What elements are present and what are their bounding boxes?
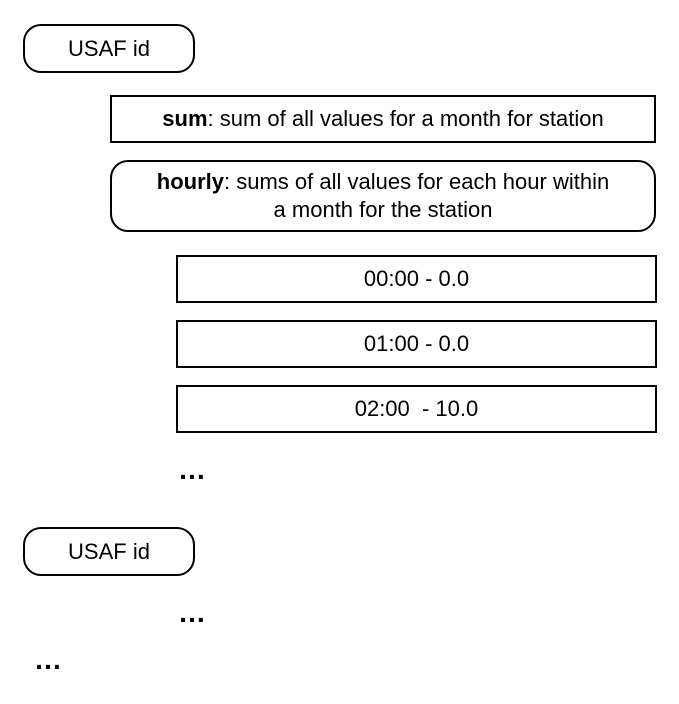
hour-entry-00: 00:00 - 0.0 xyxy=(176,255,657,303)
usaf-id-node-1: USAF id xyxy=(23,24,195,73)
hourly-node: hourly: sums of all values for each hour… xyxy=(110,160,656,232)
hour-entries-ellipsis: … xyxy=(178,454,208,485)
hour-entry-01: 01:00 - 0.0 xyxy=(176,320,657,368)
hour-entry-00-text: 00:00 - 0.0 xyxy=(363,266,470,291)
station-2-ellipsis: … xyxy=(178,597,208,628)
more-stations-ellipsis: … xyxy=(34,644,64,675)
hourly-key: hourly xyxy=(156,169,225,194)
hourly-description-line2: a month for the station xyxy=(273,197,493,222)
hour-entry-02-text: 02:00 - 10.0 xyxy=(354,396,479,421)
sum-node: sum: sum of all values for a month for s… xyxy=(110,95,656,143)
usaf-id-label-2: USAF id xyxy=(68,538,150,564)
usaf-id-label-1: USAF id xyxy=(68,35,150,61)
sum-key: sum xyxy=(162,106,208,131)
sum-description: : sum of all values for a month for stat… xyxy=(207,106,604,131)
hourly-description-line1: : sums of all values for each hour withi… xyxy=(224,169,610,194)
usaf-id-node-2: USAF id xyxy=(23,527,195,576)
hour-entry-02: 02:00 - 10.0 xyxy=(176,385,657,433)
hour-entry-01-text: 01:00 - 0.0 xyxy=(363,331,470,356)
